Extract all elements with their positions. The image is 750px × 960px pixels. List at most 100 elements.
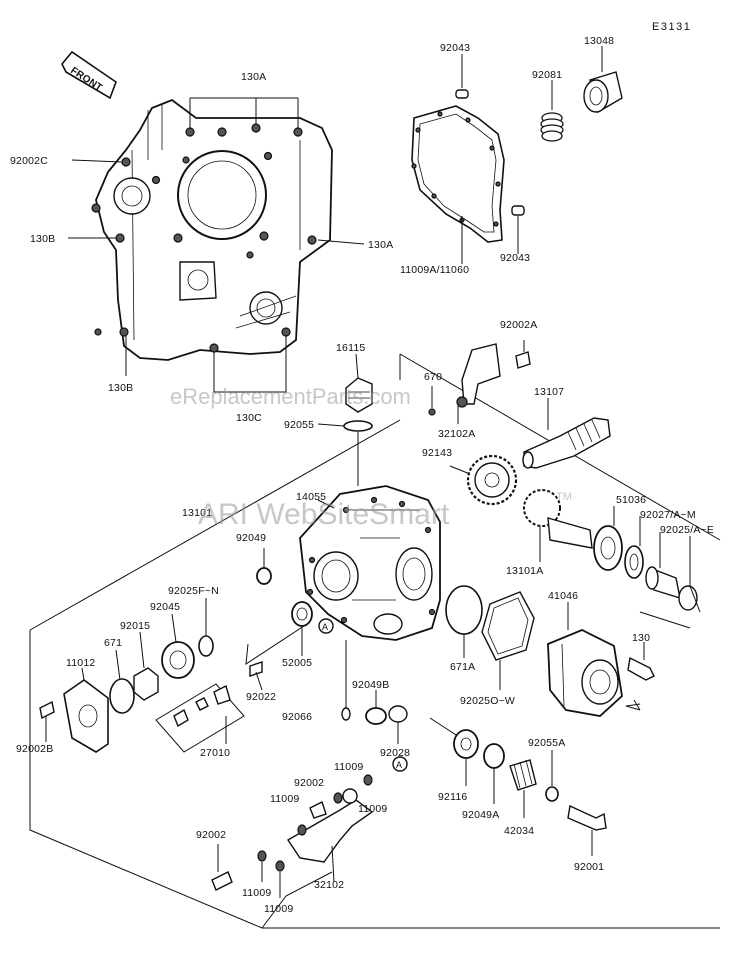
label-92043-top: 92043 (440, 42, 470, 54)
label-32102a: 32102A (438, 428, 475, 440)
cover-leader-lines (68, 97, 365, 393)
cover-11012 (63, 667, 109, 753)
seal-92049b (365, 690, 387, 725)
label-52005: 52005 (282, 657, 312, 669)
label-671: 671 (104, 637, 122, 649)
collar-leaders (261, 862, 281, 898)
nut-92015 (133, 631, 159, 701)
seal-92049 (256, 548, 272, 585)
switch-leader (245, 621, 311, 665)
assembly-frame (29, 353, 721, 929)
label-92143: 92143 (422, 447, 452, 459)
gear-case-14055 (299, 485, 441, 641)
label-41046: 41046 (548, 590, 578, 602)
bolt-92002-low (211, 844, 233, 891)
label-13107: 13107 (534, 386, 564, 398)
label-92049: 92049 (236, 532, 266, 544)
coupling-13048 (583, 46, 623, 114)
label-670: 670 (424, 371, 442, 383)
oring-671a (445, 585, 483, 658)
bearing-51036 (593, 525, 623, 571)
watermark-brand: ARI WebSiteSmart (198, 498, 450, 531)
label-92081: 92081 (532, 69, 562, 81)
bolt-92002a (515, 340, 531, 369)
shim-92027 (624, 545, 644, 579)
housing-41046 (547, 602, 641, 717)
dowel-pin-92043-low (511, 205, 525, 254)
label-27010: 27010 (200, 747, 230, 759)
label-14055: 14055 (296, 491, 326, 503)
label-92002-mid: 92002 (294, 777, 324, 789)
watermark-tm: TM (556, 491, 572, 503)
bolt-92002-mid (309, 801, 327, 819)
gear-42034 (509, 759, 537, 818)
oring-92055 (317, 420, 373, 432)
shaft-bracket (639, 611, 691, 629)
label-11009-b2: 11009 (264, 903, 293, 915)
switch-27010 (155, 683, 245, 753)
spring-92081 (540, 80, 564, 142)
label-92116: 92116 (438, 791, 467, 803)
label-11009-right: 11009 (358, 803, 387, 815)
direction-arrow (625, 699, 641, 711)
gear-shaft-13101a (523, 489, 593, 562)
plug-92066 (341, 640, 351, 721)
label-92002c: 92002C (10, 155, 48, 167)
oil-plug-16115 (345, 353, 373, 413)
ref-marker-a-lower: A (392, 756, 408, 772)
front-arrow-icon: FRONT (61, 50, 117, 100)
shaft-13107 (522, 398, 611, 469)
oring-671 (109, 649, 135, 714)
label-130c: 130C (236, 412, 262, 424)
ref-marker-a-lower-text: A (396, 760, 402, 770)
sleeve-92025 (645, 566, 698, 611)
label-671a: 671A (450, 661, 475, 673)
oring-92055a (545, 750, 559, 802)
label-16115: 16115 (336, 342, 365, 354)
label-92002-low: 92002 (196, 829, 226, 841)
bearing-92045 (161, 613, 195, 679)
dowel-pin-92043-top (455, 54, 469, 99)
label-92028: 92028 (380, 747, 410, 759)
bushing-52005 (291, 601, 313, 656)
label-11009-top: 11009 (334, 761, 363, 773)
bolt-130-right (627, 642, 655, 681)
label-92055a: 92055A (528, 737, 565, 749)
gasket-11009a (411, 105, 505, 243)
label-92055: 92055 (284, 419, 314, 431)
gear-92143 (449, 454, 518, 506)
bush-92028 (388, 705, 408, 744)
label-92025ae: 92025/A~E (660, 524, 714, 536)
label-13101: 13101 (182, 507, 212, 519)
label-92066: 92066 (282, 711, 312, 723)
label-92049b: 92049B (352, 679, 389, 691)
linkage-32102 (287, 788, 374, 883)
label-42034: 42034 (504, 825, 534, 837)
label-92043-low: 92043 (500, 252, 530, 264)
label-92015: 92015 (120, 620, 150, 632)
label-130-right: 130 (632, 632, 650, 644)
ref-marker-a-upper-text: A (322, 622, 328, 632)
label-92002b: 92002B (16, 743, 53, 755)
bolt-92002b (39, 700, 55, 742)
label-32102: 32102 (314, 879, 344, 891)
label-130b-b: 130B (108, 382, 133, 394)
callout-labels: 92043 13048 92081 130A 92002C 130B 130A … (10, 35, 714, 915)
seal-92049a (483, 743, 505, 804)
watermark-site: eReplacementParts.com (170, 384, 411, 409)
label-13101a: 13101A (506, 565, 543, 577)
label-51036: 51036 (616, 494, 646, 506)
ref-marker-a-upper: A (318, 618, 334, 634)
linkage-frame (261, 871, 333, 929)
shaft-leaders (613, 506, 701, 613)
seal-92025f (198, 598, 214, 657)
switch-92022 (249, 661, 263, 691)
label-92025ow: 92025O~W (460, 695, 515, 707)
label-11009-b1: 11009 (242, 887, 271, 899)
label-92001: 92001 (574, 861, 604, 873)
collar-11009 (257, 774, 373, 872)
gasket-92025o (481, 591, 535, 690)
label-13048: 13048 (584, 35, 614, 47)
label-130b-a: 130B (30, 233, 55, 245)
diagram-code: E3131 (652, 21, 691, 33)
